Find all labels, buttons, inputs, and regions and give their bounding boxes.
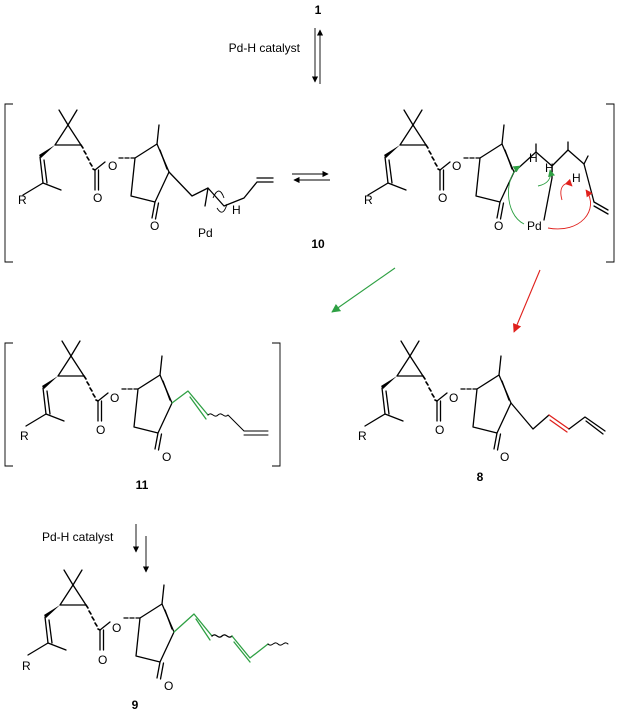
red-curved-arrow-1 (547, 189, 593, 230)
atom-H-2c: H (572, 171, 581, 185)
atom-Pd-1: Pd (198, 226, 213, 240)
compound-11-number: 11 (136, 478, 149, 492)
structure-pd-alkyl (22, 109, 274, 220)
atom-O-carbonyl-4: O (435, 423, 444, 437)
atom-O-carbonyl-3: O (96, 423, 105, 437)
structure-10 (367, 109, 609, 221)
compound-8-number: 8 (477, 470, 484, 484)
left-bracket-top (4, 103, 13, 263)
left-bracket-11 (4, 342, 13, 467)
red-pathway-arrow (513, 269, 541, 333)
condition-2: Pd-H catalyst (42, 530, 114, 544)
atom-O-ester-1: O (108, 159, 117, 173)
atom-R-4: R (358, 429, 367, 443)
atom-O-ester-3: O (110, 391, 119, 405)
compound-10-number: 10 (311, 237, 325, 251)
green-curved-arrow-2 (537, 169, 556, 187)
atom-O-ketone-5: O (164, 679, 173, 693)
compound-1-number: 1 (315, 3, 322, 17)
atom-O-ketone-2: O (494, 219, 503, 233)
atom-O-carbonyl-1: O (93, 191, 102, 205)
atom-O-ester-4: O (449, 391, 458, 405)
compound-9-number: 9 (132, 698, 139, 711)
atom-H-2a: H (529, 151, 538, 165)
atom-H-1: H (232, 203, 241, 217)
atom-R-3: R (20, 429, 29, 443)
structure-9 (27, 569, 289, 680)
atom-O-carbonyl-5: O (98, 653, 107, 667)
structure-8 (364, 340, 606, 451)
atom-Pd-2: Pd (527, 219, 542, 233)
green-pathway-arrow (331, 267, 396, 313)
red-curved-arrow-2 (560, 178, 573, 201)
right-bracket-11 (272, 342, 281, 467)
atom-R-5: R (22, 659, 31, 673)
green-curved-arrow-1 (508, 165, 525, 225)
atom-O-carbonyl-2: O (438, 191, 447, 205)
atom-H-2b: H (545, 161, 554, 175)
atom-O-ester-5: O (112, 621, 121, 635)
right-bracket-top (606, 103, 615, 263)
atom-O-ketone-1: O (150, 219, 159, 233)
condition-1: Pd-H catalyst (229, 41, 301, 55)
atom-O-ester-2: O (452, 159, 461, 173)
structure-11 (25, 340, 269, 451)
atom-R-2: R (364, 193, 373, 207)
atom-O-ketone-3: O (162, 450, 171, 464)
atom-R-1: R (18, 193, 27, 207)
atom-O-ketone-4: O (500, 450, 509, 464)
